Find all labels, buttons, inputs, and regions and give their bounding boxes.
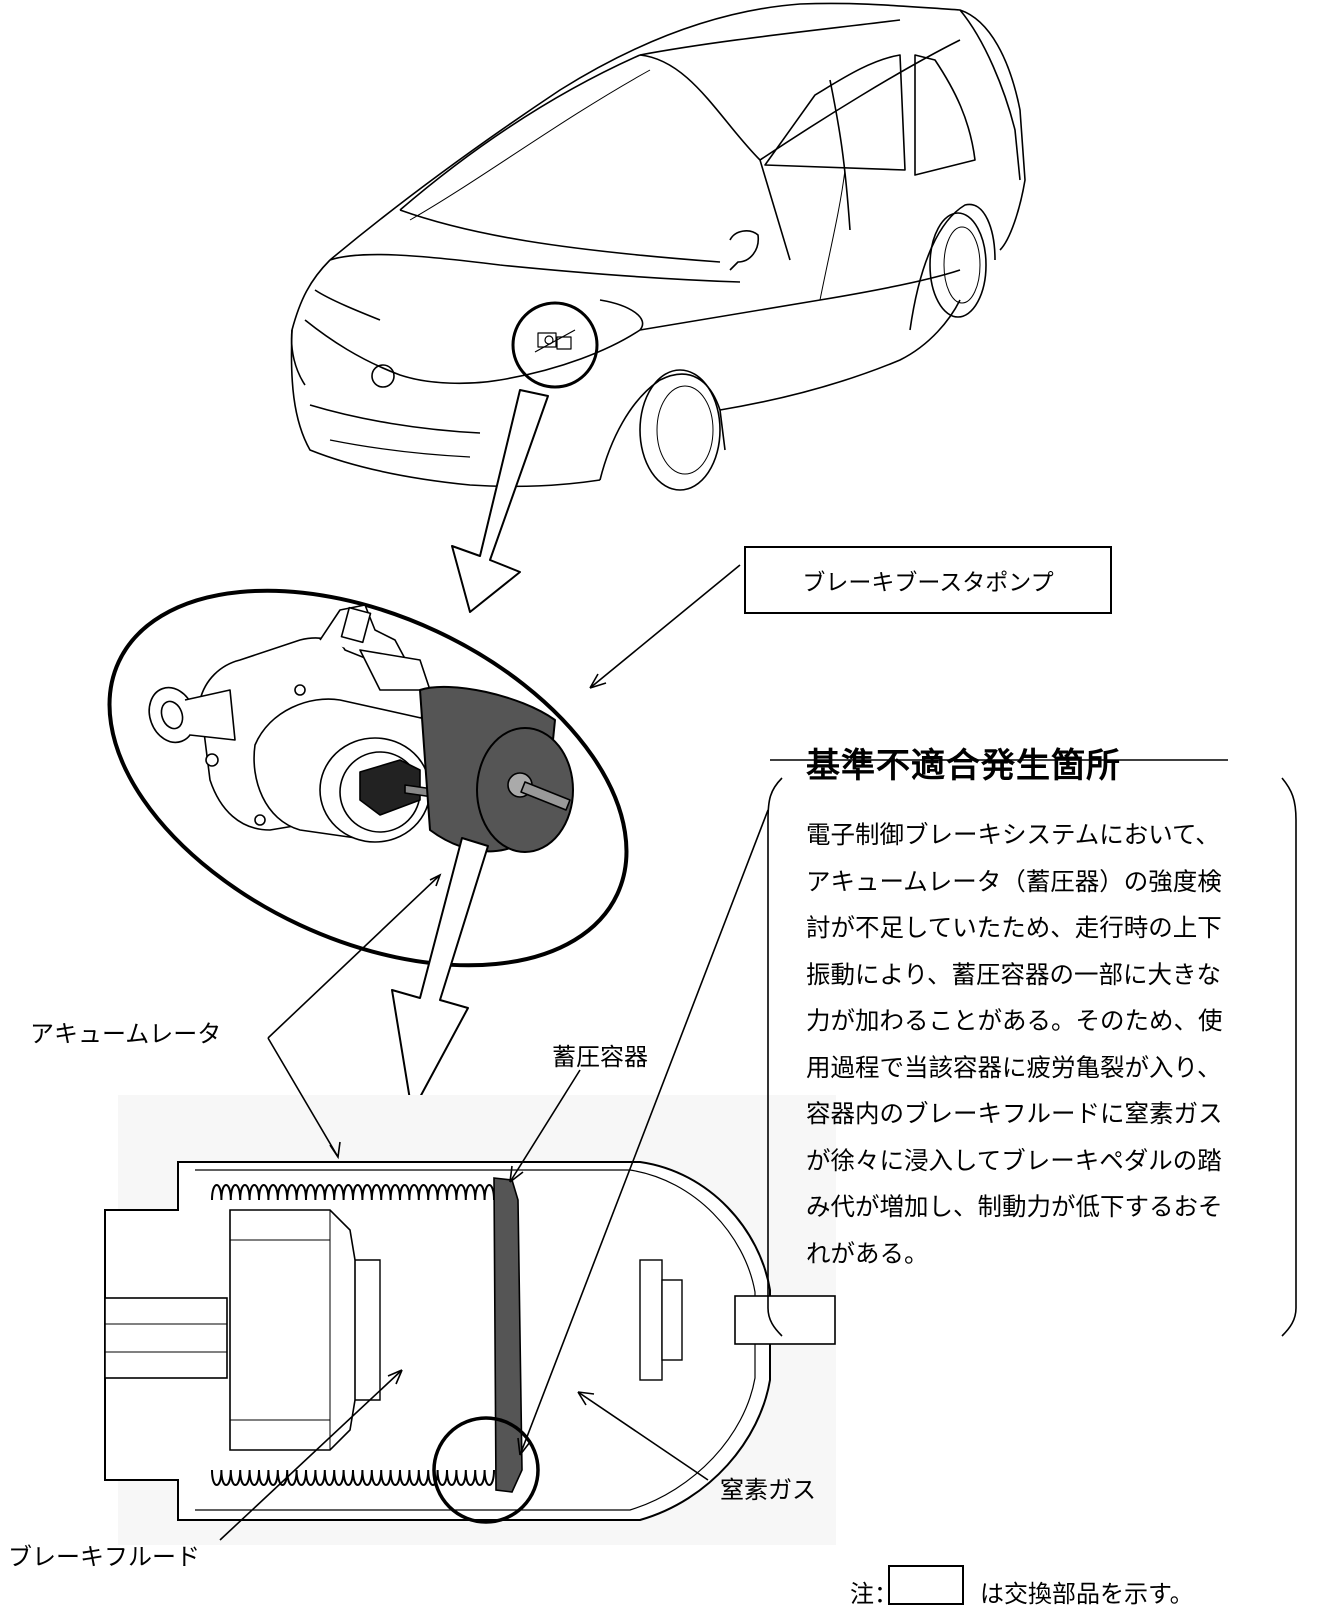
defect-description: 電子制御ブレーキシステムにおいて、 アキュームレータ（蓄圧器）の強度検 討が不足… [806, 812, 1306, 1277]
accumulator-cross-section [104, 1095, 836, 1545]
description-line: み代が増加し、制動力が低下するおそ [806, 1192, 1223, 1221]
pump-label: ブレーキブースタポンプ [744, 546, 1112, 614]
car-illustration [290, 2, 1026, 491]
accumulator-label: アキュームレータ [30, 1020, 222, 1048]
pump-illustration [148, 604, 574, 853]
pressure-vessel-label: 蓄圧容器 [552, 1043, 648, 1071]
pump-leader-line [589, 564, 741, 689]
description-line: 電子制御ブレーキシステムにおいて、 [806, 820, 1220, 849]
description-line: が徐々に浸入してブレーキペダルの踏 [806, 1145, 1222, 1175]
description-line: 容器内のブレーキフルードに窒素ガス [806, 1099, 1223, 1128]
description-line: 振動により、蓄圧容器の一部に大きな [806, 959, 1222, 989]
note-suffix: は交換部品を示す。 [980, 1580, 1194, 1608]
description-line: 力が加わることがある。そのため、使 [806, 1006, 1223, 1035]
replacement-part-legend-box [888, 1565, 964, 1605]
description-line: アキュームレータ（蓄圧器）の強度検 [806, 866, 1222, 896]
zoom-arrow-upper [451, 389, 549, 613]
description-line: れがある。 [806, 1238, 929, 1268]
description-line: 討が不足していたため、走行時の上下 [806, 913, 1222, 942]
defect-location-heading: 基準不適合発生箇所 [806, 746, 1121, 786]
leader-lines [219, 759, 1297, 1541]
description-line: 用過程で当該容器に疲労亀裂が入り、 [806, 1052, 1222, 1082]
nitrogen-gas-label: 窒素ガス [720, 1476, 816, 1504]
zoom-arrow-lower [391, 837, 489, 1113]
brake-fluid-label: ブレーキフルード [8, 1543, 200, 1571]
